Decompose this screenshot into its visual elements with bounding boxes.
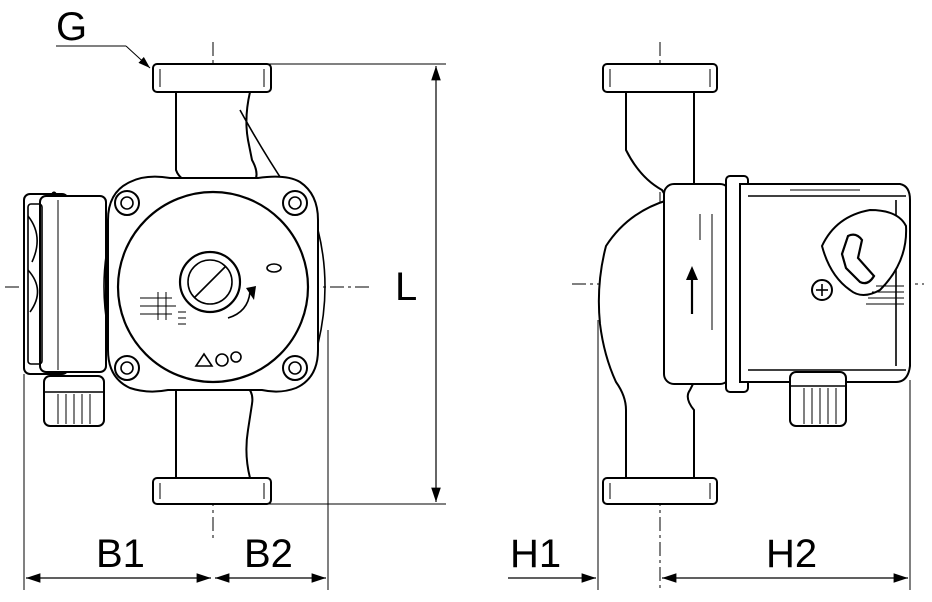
label-b1: B1 (96, 532, 145, 576)
bolt-bottom-left (114, 355, 140, 381)
bolt-top-left (114, 190, 140, 216)
label-h1: H1 (510, 532, 561, 576)
label-h2: H2 (766, 532, 817, 576)
bolt-top-right (282, 190, 308, 216)
safety-symbols-icon (194, 351, 242, 367)
side-motor-housing (663, 175, 911, 427)
g-leader (56, 45, 151, 69)
bolt-bottom-right (282, 355, 308, 381)
dimension-l (264, 63, 446, 505)
side-view: H1 H2 (508, 42, 924, 590)
rotation-arrow-icon (227, 291, 251, 319)
front-view: G L B1 B2 (5, 5, 446, 590)
front-bottom-flange (152, 385, 272, 505)
dimension-h1-h2 (508, 320, 911, 590)
speed-selector-knob (820, 208, 908, 305)
front-hub (178, 250, 242, 314)
front-motor-face (116, 190, 310, 384)
nameplate-marks (140, 292, 186, 325)
label-g: G (56, 5, 87, 49)
label-l: L (395, 265, 417, 309)
front-terminal-box (23, 191, 107, 427)
front-top-flange (152, 63, 287, 187)
vent-screw-icon (811, 279, 833, 301)
dimension-b1-b2 (23, 330, 329, 590)
side-cable-gland (789, 371, 847, 427)
label-b2: B2 (244, 532, 293, 576)
front-pump-housing (103, 175, 326, 393)
